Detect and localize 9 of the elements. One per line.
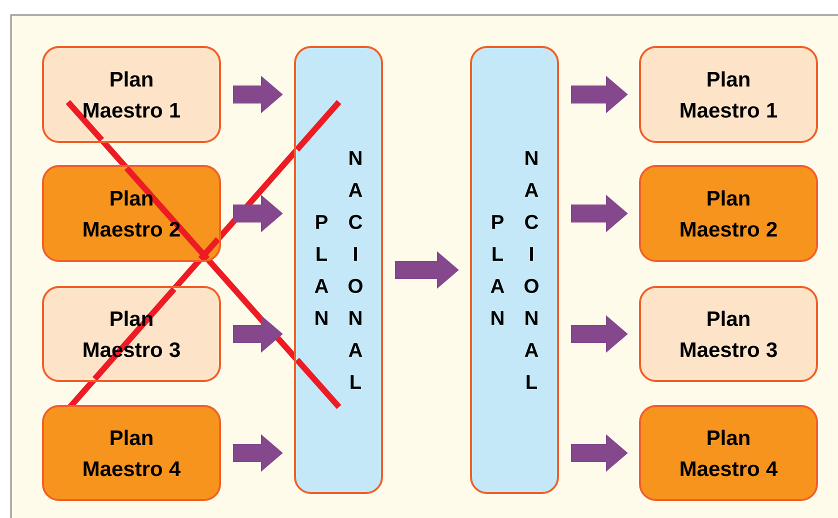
plan-box: Plan Maestro 3 (639, 286, 818, 382)
plan-box: Plan Maestro 4 (42, 405, 221, 501)
plan-box: Plan Maestro 4 (639, 405, 818, 501)
plan-box: Plan Maestro 1 (42, 46, 221, 143)
plan-box: Plan Maestro 2 (639, 165, 818, 262)
plan-column: PLAN NACIONAL (294, 46, 383, 494)
plan-box: Plan Maestro 2 (42, 165, 221, 262)
plan-column: PLAN NACIONAL (470, 46, 559, 494)
plan-box: Plan Maestro 1 (639, 46, 818, 143)
